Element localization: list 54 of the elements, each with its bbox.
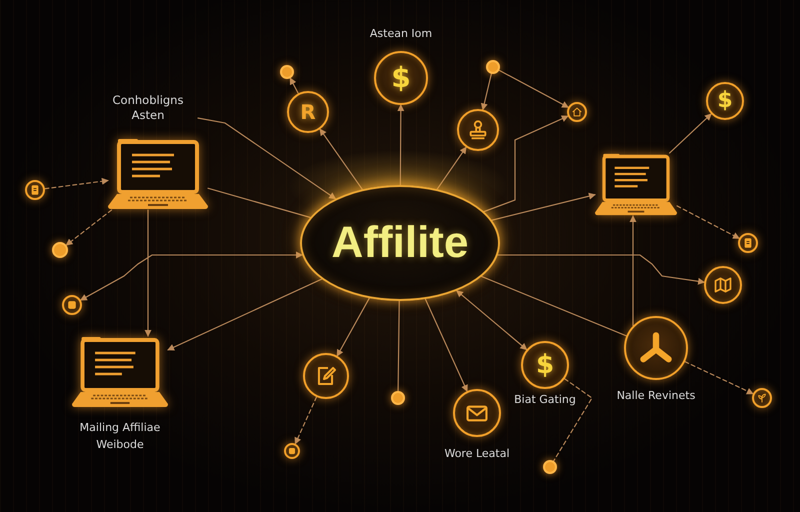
dollar-sign: $ xyxy=(536,352,554,378)
arrow xyxy=(497,254,706,285)
icon-circle xyxy=(303,353,349,399)
arrow xyxy=(424,298,468,392)
connector-line xyxy=(207,188,311,218)
dashed-arrow xyxy=(684,361,754,394)
symbol-circle xyxy=(287,91,329,133)
dot-node xyxy=(280,65,294,79)
icon-circle xyxy=(25,180,45,200)
dashed-line xyxy=(553,378,593,462)
icon-circle xyxy=(457,109,499,151)
arrow xyxy=(167,278,322,350)
dashed-arrow xyxy=(294,396,318,444)
node-label: Astean Iom xyxy=(370,26,432,42)
node-label: Wore Leatal xyxy=(444,446,510,462)
dashed-arrow xyxy=(44,178,109,190)
symbol-circle xyxy=(706,82,744,120)
dollar-sign: $ xyxy=(717,90,733,112)
arrow xyxy=(436,146,467,190)
arrow xyxy=(484,115,569,212)
arrow xyxy=(630,215,636,326)
dashed-arrow xyxy=(676,205,740,239)
arrow xyxy=(397,104,404,186)
dot-node xyxy=(391,391,405,405)
letter-symbol: R xyxy=(300,102,316,122)
arrow xyxy=(669,113,712,154)
annotation-text: Conhobligns Asten xyxy=(98,93,198,125)
arrow xyxy=(320,128,363,190)
arrow xyxy=(480,73,492,110)
hub-ellipse xyxy=(300,185,500,301)
icon-circle xyxy=(738,233,758,253)
icon-circle xyxy=(704,266,742,304)
icon-circle xyxy=(284,443,300,459)
dot-node xyxy=(52,242,68,258)
connector-line xyxy=(481,276,627,336)
node-label: Mailing Affiliae Weibode xyxy=(78,420,162,453)
arrow xyxy=(144,209,152,337)
node-label: Biat Gating xyxy=(514,392,576,408)
icon-circle xyxy=(752,388,772,408)
node-label: Nalle Revinets xyxy=(616,388,696,404)
icon-circle xyxy=(567,102,587,122)
arrow xyxy=(498,70,569,108)
arrow xyxy=(197,118,336,200)
dot-node xyxy=(543,460,557,474)
dashed-arrow xyxy=(66,209,112,246)
dollar-sign: $ xyxy=(391,64,411,92)
icon-circle xyxy=(62,295,82,315)
dot-node xyxy=(486,60,500,74)
connector-line xyxy=(398,300,400,392)
arrow xyxy=(491,192,596,221)
arrow xyxy=(456,290,528,350)
arrow xyxy=(80,252,304,301)
arrow xyxy=(290,77,299,94)
hub-title: Affilite xyxy=(332,221,468,265)
